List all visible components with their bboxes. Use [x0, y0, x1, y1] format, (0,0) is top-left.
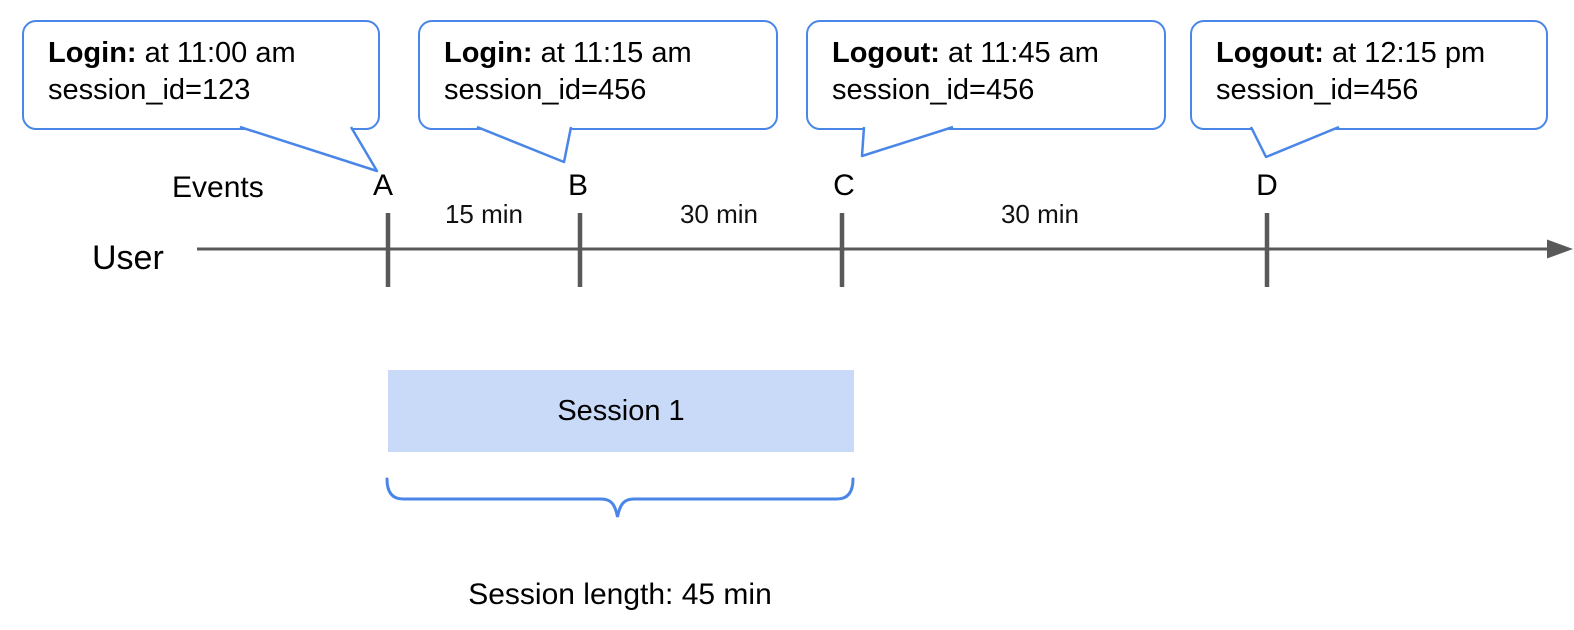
events-row-label: Events: [172, 171, 264, 204]
event-letter-b: B: [567, 169, 589, 202]
user-timeline-label: User: [92, 239, 164, 277]
callout-tail-a: [239, 125, 379, 173]
event-letter-c: C: [833, 169, 855, 202]
session-length-caption: Session length: 45 min: [468, 578, 772, 611]
callout-time: at 11:00 am: [144, 37, 296, 69]
callout-title: Logout:: [832, 37, 940, 69]
callout-time: at 11:45 am: [947, 37, 1099, 69]
interval-label-b-c: 30 min: [679, 199, 759, 229]
callout-line-1: Logout: at 11:45 am: [832, 35, 1154, 72]
callout-title: Login:: [444, 37, 533, 69]
session-length-brace: [385, 477, 855, 518]
interval-label-a-b: 15 min: [444, 199, 524, 229]
event-letter-d: D: [1256, 169, 1278, 202]
session-bar-label: Session 1: [557, 394, 685, 427]
session-bar: Session 1: [388, 370, 854, 452]
callout-tail-b: [476, 125, 573, 164]
callout-line-1: Logout: at 12:15 pm: [1216, 35, 1536, 72]
interval-label-c-d: 30 min: [1000, 199, 1080, 229]
callout-time: at 12:15 pm: [1331, 37, 1486, 69]
callout-login-b: Login: at 11:15 am session_id=456: [418, 20, 778, 130]
callout-session-id: session_id=456: [832, 74, 1035, 106]
callout-tail-c: [860, 125, 954, 158]
callout-line-1: Login: at 11:15 am: [444, 35, 766, 72]
callout-tail-d: [1249, 125, 1340, 159]
callout-session-id: session_id=456: [1216, 74, 1419, 106]
callout-line-1: Login: at 11:00 am: [48, 35, 368, 72]
callout-session-id: session_id=456: [444, 74, 647, 106]
callout-title: Login:: [48, 37, 137, 69]
callout-session-id: session_id=123: [48, 74, 251, 106]
callout-logout-d: Logout: at 12:15 pm session_id=456: [1190, 20, 1548, 130]
callout-logout-c: Logout: at 11:45 am session_id=456: [806, 20, 1166, 130]
callout-title: Logout:: [1216, 37, 1324, 69]
event-letter-a: A: [372, 169, 394, 202]
callout-login-a: Login: at 11:00 am session_id=123: [22, 20, 380, 130]
timeline-arrowhead-icon: [1547, 239, 1573, 259]
callout-time: at 11:15 am: [540, 37, 692, 69]
